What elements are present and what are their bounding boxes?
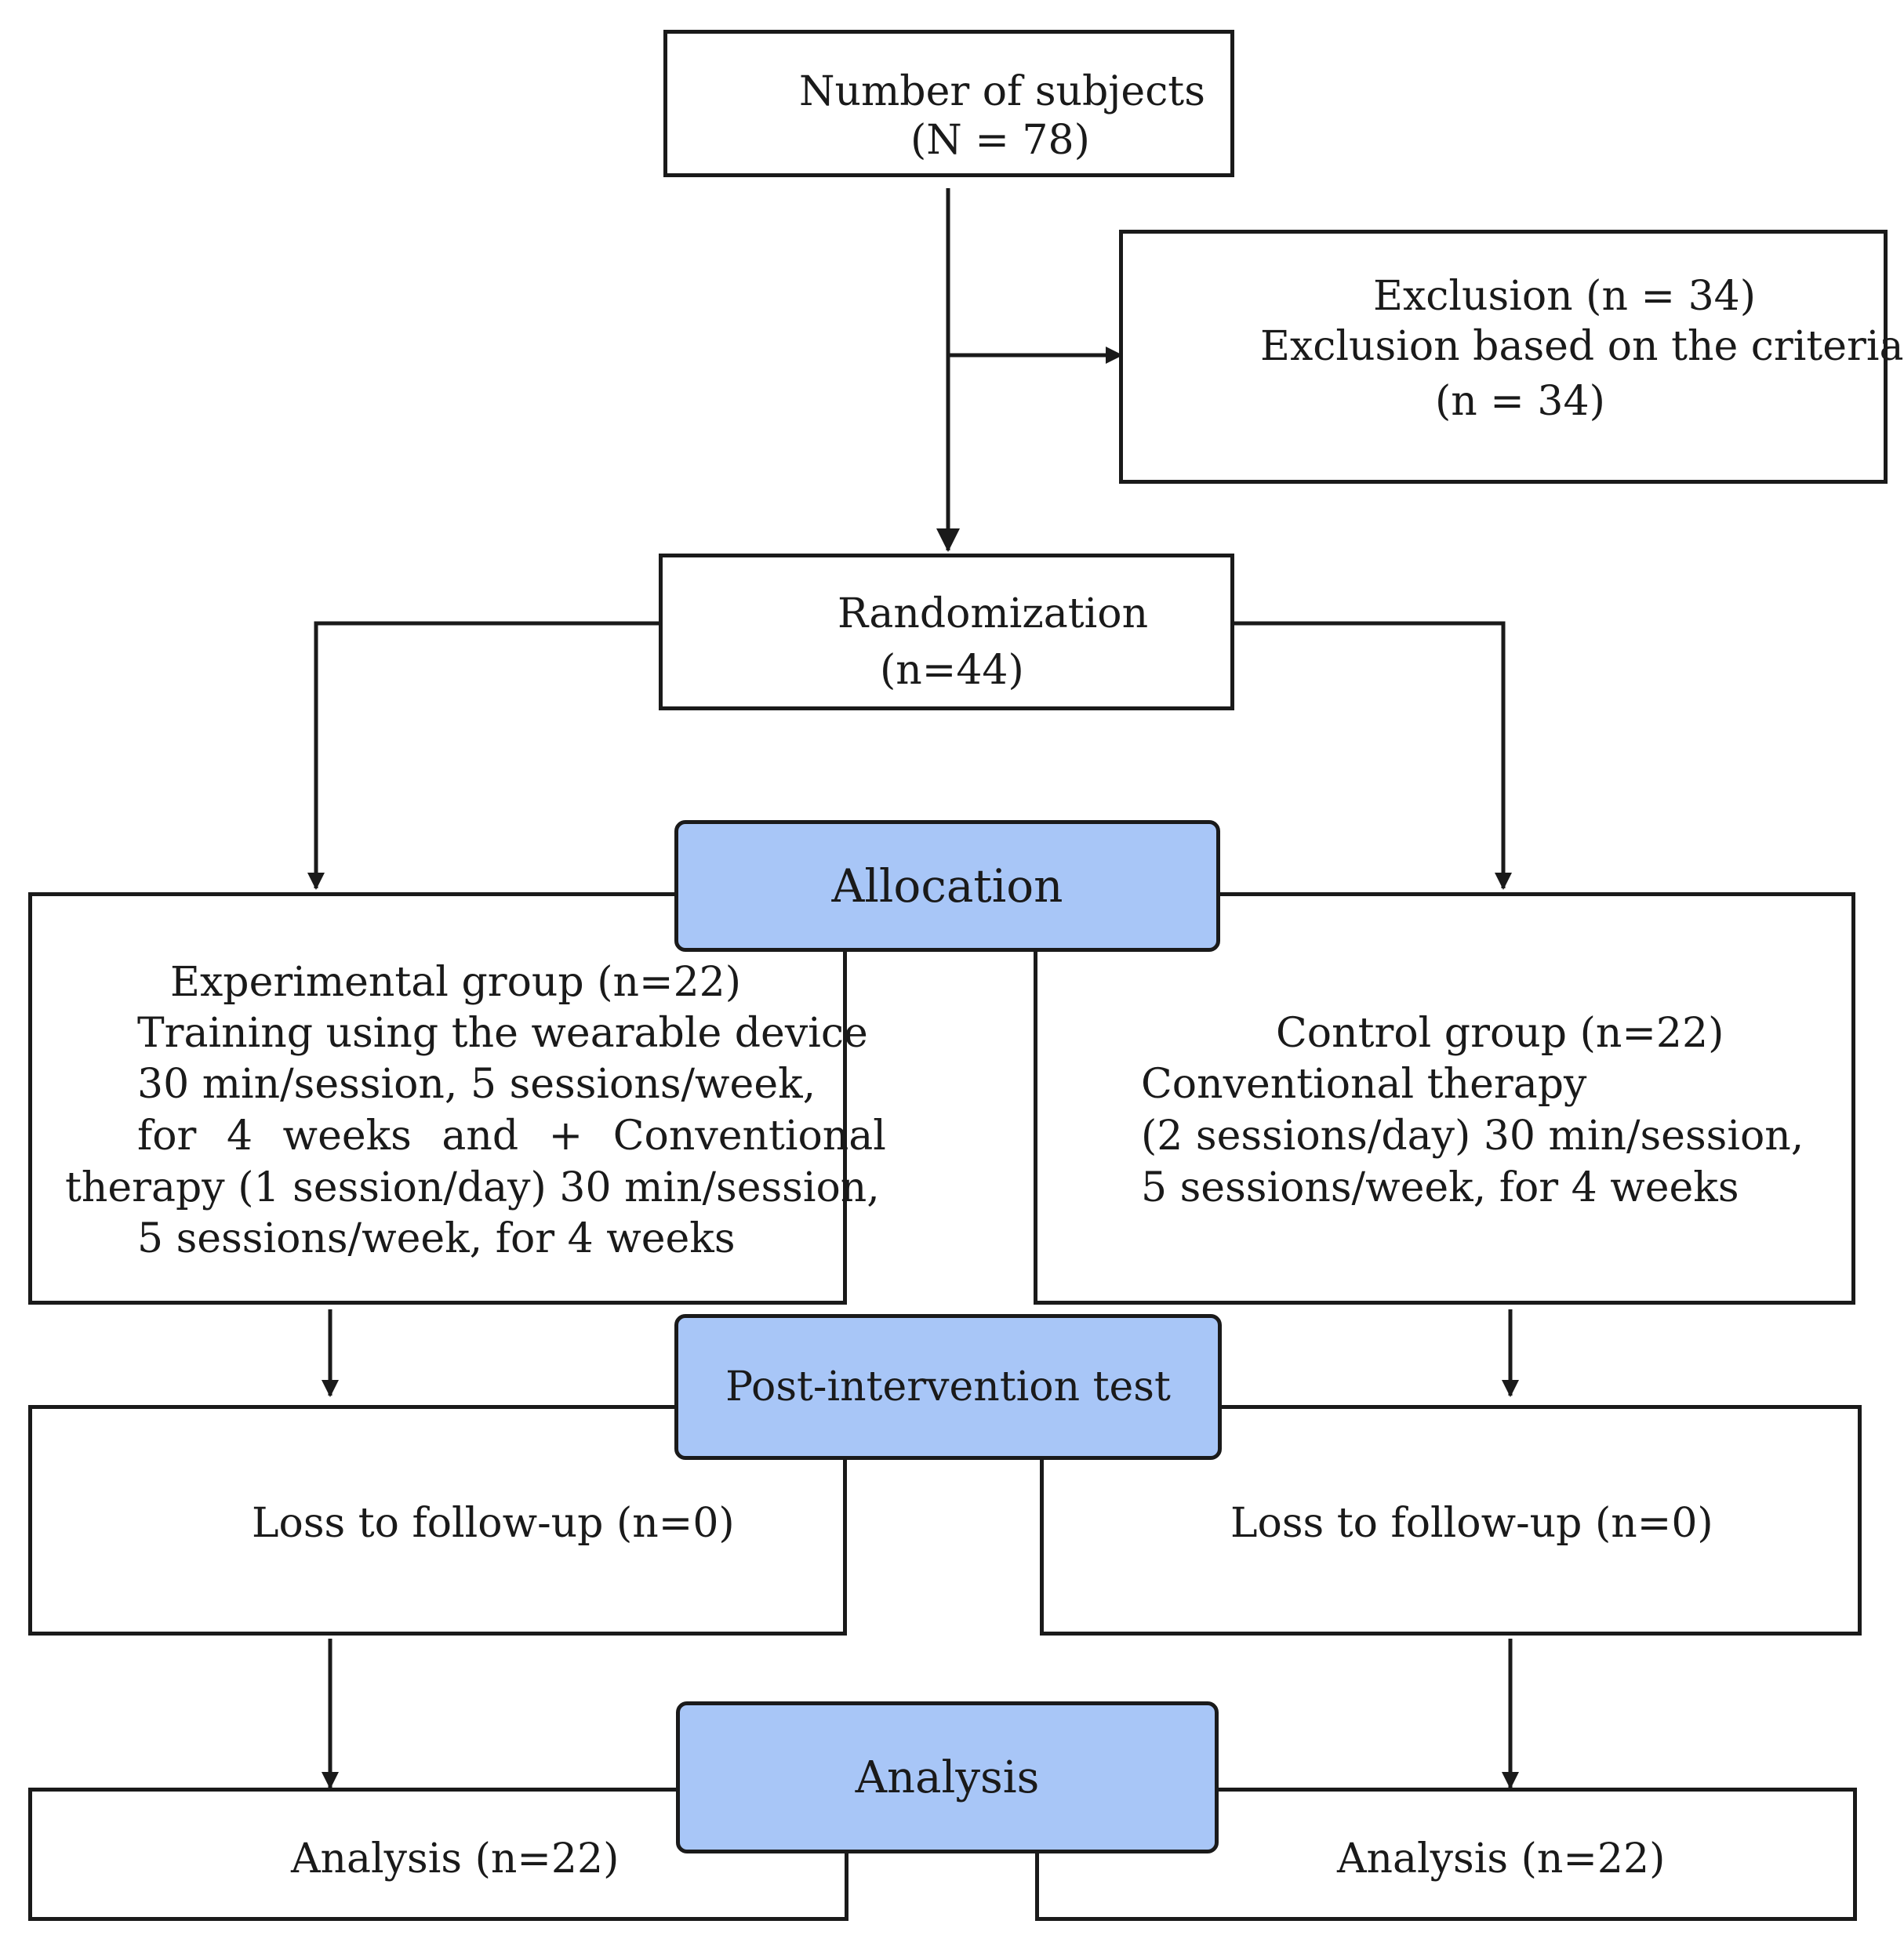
- stage-allocation: Allocation: [674, 820, 1220, 952]
- control-line-3: (2 sessions/day) 30 min/session,: [1141, 1113, 1804, 1160]
- control-line-4: 5 sessions/week, for 4 weeks: [1141, 1164, 1739, 1211]
- control-loss-text: Loss to follow-up (n=0): [1230, 1500, 1713, 1547]
- randomization-count: (n=44): [880, 647, 1024, 694]
- control-title: Control group (n=22): [1276, 1010, 1724, 1057]
- control-analysis-text: Analysis (n=22): [1337, 1835, 1666, 1882]
- stage-analysis: Analysis: [676, 1701, 1219, 1853]
- exclusion-reason: Exclusion based on the criteria: [1260, 323, 1904, 370]
- exclusion-count: (n = 34): [1435, 378, 1605, 425]
- randomization-box: Randomization (n=44): [659, 554, 1234, 710]
- experimental-line-2: Training using the wearable device: [137, 1010, 868, 1057]
- exclusion-title: Exclusion (n = 34): [1373, 273, 1757, 320]
- randomization-title: Randomization: [838, 590, 1149, 637]
- control-line-2: Conventional therapy: [1141, 1061, 1587, 1108]
- exclusion-box: Exclusion (n = 34) Exclusion based on th…: [1119, 230, 1904, 484]
- control-group-box: Control group (n=22) Conventional therap…: [1034, 892, 1855, 1305]
- enrollment-box: Number of subjects (N = 78): [663, 30, 1234, 177]
- arrow-randomization-to-experimental: [307, 621, 659, 890]
- experimental-title: Experimental group (n=22): [170, 959, 742, 1006]
- enrollment-title: Number of subjects: [799, 68, 1205, 115]
- experimental-line-4: for 4 weeks and + Conventional: [137, 1113, 886, 1160]
- arrow-randomization-to-control: [1234, 621, 1512, 890]
- experimental-group-box: Experimental group (n=22) Training using…: [28, 892, 886, 1305]
- experimental-line-5: therapy (1 session/day) 30 min/session,: [65, 1164, 880, 1211]
- experimental-line-6: 5 sessions/week, for 4 weeks: [137, 1215, 736, 1262]
- experimental-loss-text: Loss to follow-up (n=0): [252, 1500, 735, 1547]
- experimental-line-3: 30 min/session, 5 sessions/week,: [137, 1061, 816, 1108]
- stage-post-intervention-test: Post-intervention test: [674, 1314, 1222, 1460]
- enrollment-count: (N = 78): [910, 117, 1090, 164]
- experimental-analysis-text: Analysis (n=22): [291, 1835, 620, 1882]
